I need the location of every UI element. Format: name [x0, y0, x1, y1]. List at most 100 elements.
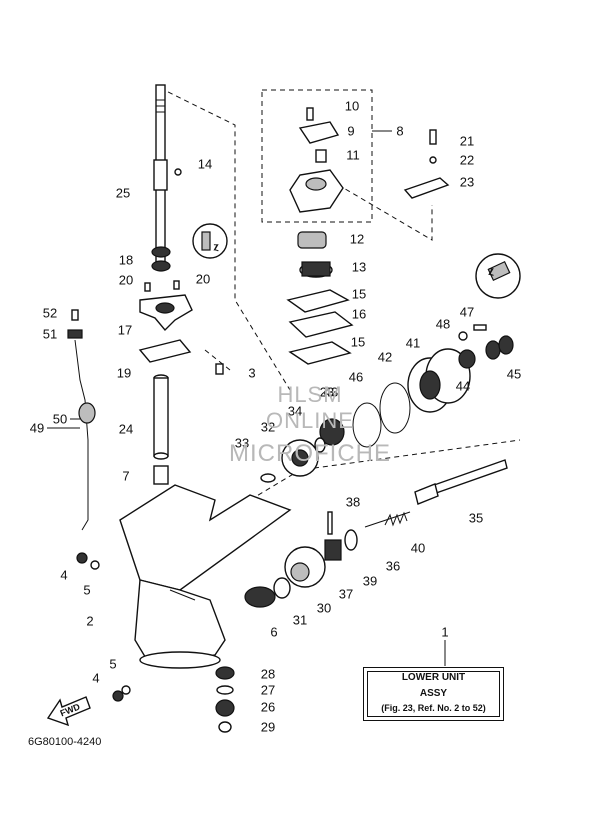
callout-c10: 10	[345, 99, 359, 114]
insert-11	[315, 149, 327, 163]
callout-c28: 28	[261, 667, 275, 682]
callout-c24: 24	[119, 422, 133, 437]
callout-c36: 36	[386, 559, 400, 574]
clutch-37	[324, 539, 342, 561]
spring-40	[384, 511, 408, 527]
bolt-21	[429, 129, 437, 145]
callout-c48: 48	[436, 317, 450, 332]
callout-c11: 11	[346, 148, 360, 163]
callout-c9: 9	[347, 124, 354, 139]
callout-c23b: 23	[320, 385, 334, 400]
impeller-13	[299, 261, 333, 278]
pump-assy-dashed-box	[261, 89, 373, 223]
sleeve-7	[153, 465, 169, 485]
tube-24	[153, 374, 169, 460]
watermark-microfiche: MICROFICHE	[229, 440, 391, 467]
callout-c40: 40	[411, 541, 425, 556]
screw-52	[71, 309, 79, 321]
callout-c45: 45	[507, 367, 521, 382]
callout-c26: 26	[261, 700, 275, 715]
drive-shaft	[153, 84, 168, 266]
callout-c8: 8	[396, 124, 403, 139]
callout-c52: 52	[43, 306, 57, 321]
gasket-27	[216, 685, 234, 695]
pin-14	[174, 168, 182, 176]
callout-c1: 1	[441, 625, 448, 640]
title-box-inner-border	[367, 671, 500, 717]
lower-case-2	[119, 484, 292, 669]
plug-28	[215, 666, 235, 680]
title-box: LOWER UNIT ASSY (Fig. 23, Ref. No. 2 to …	[363, 667, 504, 721]
callout-c4a: 4	[60, 568, 67, 583]
callout-c27: 27	[261, 683, 275, 698]
callout-c18: 18	[119, 253, 133, 268]
fwd-arrow-icon: FWD	[46, 696, 91, 727]
bearing-18a	[151, 246, 171, 258]
callout-c50: 50	[53, 412, 67, 427]
screw-4b	[112, 690, 124, 702]
washer-31	[273, 577, 291, 599]
callout-c19: 19	[117, 366, 131, 381]
shift-rod-49	[74, 339, 89, 531]
cover-9	[298, 121, 340, 144]
callout-c20b: 20	[196, 272, 210, 287]
pinion-32	[281, 439, 319, 477]
svg-text:ⲍ: ⲍ	[213, 239, 220, 253]
washer-5b	[121, 685, 131, 695]
shaft-alignment-line	[159, 87, 291, 391]
propeller-shaft-35	[414, 459, 508, 505]
pin-38	[327, 511, 333, 535]
ring-39	[344, 529, 358, 551]
oring-46	[352, 402, 382, 448]
callout-c46: 46	[349, 370, 363, 385]
shim-43	[314, 437, 326, 453]
callout-c12: 12	[350, 232, 364, 247]
callout-c14: 14	[198, 157, 212, 172]
clamp-51	[67, 329, 83, 339]
callout-c51: 51	[43, 327, 57, 342]
title-line-assy: ASSY	[419, 688, 448, 699]
callout-c6: 6	[270, 625, 277, 640]
title-line-fig-ref: (Fig. 23, Ref. No. 2 to 52)	[381, 703, 486, 713]
watermark-online: ONLINE	[266, 408, 354, 433]
bolt-47	[473, 324, 487, 331]
cartridge-12	[297, 231, 327, 249]
callout-c29: 29	[261, 720, 275, 735]
callout-c43: 43	[324, 385, 338, 400]
callout-c2: 2	[86, 614, 93, 629]
bearing-carrier-41	[407, 348, 471, 413]
seals-45	[485, 335, 514, 360]
callout-c23a: 23	[460, 175, 474, 190]
callout-c41: 41	[406, 336, 420, 351]
svg-text:ⲍ: ⲍ	[487, 263, 494, 278]
callout-c31: 31	[293, 613, 307, 628]
bracket-23	[403, 177, 450, 199]
callout-c42: 42	[378, 350, 392, 365]
gasket-15a	[286, 289, 350, 313]
callout-c17: 17	[118, 323, 132, 338]
bearing-housing-17	[139, 294, 193, 332]
title-line-lower-unit: LOWER UNIT	[401, 672, 466, 683]
washer-48	[458, 331, 468, 341]
dowel-3	[215, 363, 224, 375]
callout-c3: 3	[248, 366, 255, 381]
callout-c47: 47	[460, 305, 474, 320]
bearing-34	[319, 418, 345, 446]
callout-c33: 33	[235, 436, 249, 451]
callout-c4b: 4	[92, 671, 99, 686]
callout-c21: 21	[460, 134, 474, 149]
bolt-10	[306, 107, 314, 121]
callout-c20a: 20	[119, 273, 133, 288]
callout-c5a: 5	[83, 583, 90, 598]
callout-c37: 37	[339, 587, 353, 602]
pump-housing	[289, 169, 344, 213]
screw-29	[218, 721, 232, 733]
callout-c22: 22	[460, 153, 474, 168]
callout-c38: 38	[346, 495, 360, 510]
callout-c25: 25	[116, 186, 130, 201]
forward-gear-30	[284, 546, 326, 588]
plate-16	[288, 311, 354, 338]
washer-22	[429, 156, 437, 164]
bearing-6	[244, 586, 276, 608]
